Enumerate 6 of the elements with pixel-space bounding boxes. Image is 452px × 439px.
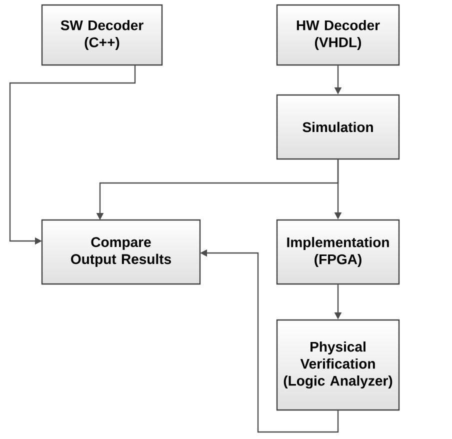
process-box: HW Decoder (VHDL) <box>276 4 400 66</box>
process-box: Implementation (FPGA) <box>276 219 400 285</box>
process-box: Simulation <box>276 94 400 160</box>
process-box: Compare Output Results <box>41 219 201 285</box>
process-box: Physical Verification (Logic Analyzer) <box>276 319 400 411</box>
process-box: SW Decoder (C++) <box>41 4 163 66</box>
